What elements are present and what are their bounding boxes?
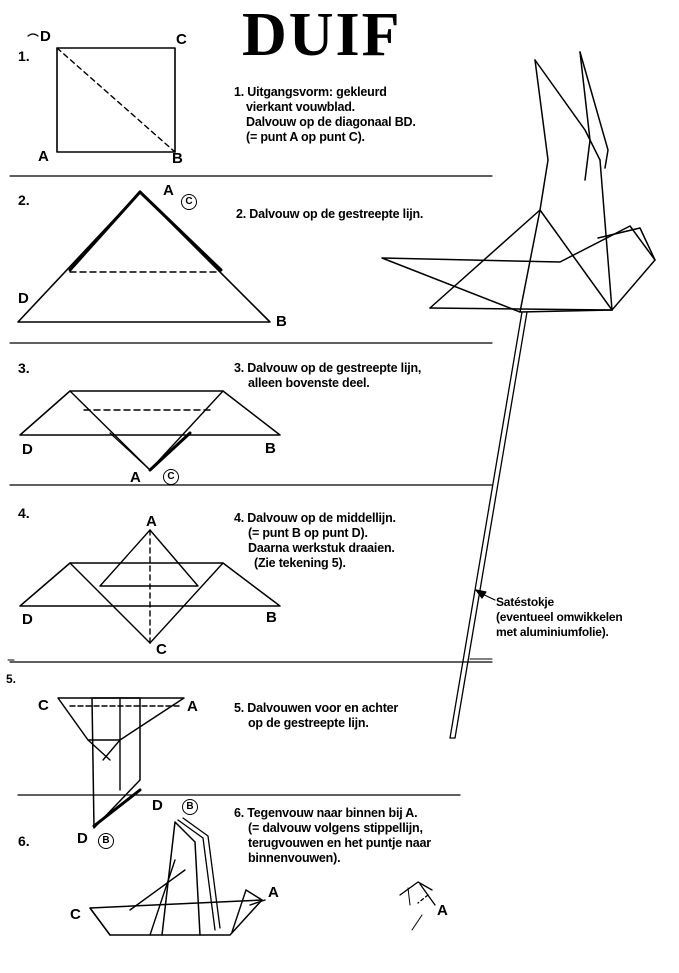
step-number: 6. [18,833,30,849]
point-label-b: B [98,833,114,849]
step6-instructions: 6. Tegenvouw naar binnen bij A. (= dalvo… [234,806,431,865]
step4-instructions: 4. Dalvouw op de middellijn. (= punt B o… [234,511,396,570]
point-label-a: A [268,884,279,901]
section-separators [9,175,493,796]
point-label-c: C [176,31,187,48]
step3-shape [19,390,281,472]
step-number: 1. [18,48,30,64]
step2-triangle [17,190,271,323]
step5-instructions: 5. Dalvouwen voor en achter op de gestre… [234,701,399,730]
step1-instructions: 1. Uitgangsvorm: gekleurd vierkant vouwb… [234,85,416,144]
stick-note: Satéstokje (eventueel omwikkelen met alu… [496,595,623,639]
point-label-d: D [22,611,33,628]
step5-shape [57,697,185,829]
stick-pointer [475,589,496,601]
point-label-c: C [181,194,197,210]
step-number: 5. [6,672,17,686]
skewer-stick [449,311,528,739]
point-label-b: B [182,799,198,815]
point-label-a: A [38,148,49,165]
point-label-a: A [437,902,448,919]
point-label-b: B [265,440,276,457]
step-number: 3. [18,360,30,376]
point-label-a: A [163,182,174,199]
point-label-a: A [187,698,198,715]
page-title: DUIF [242,1,402,69]
point-label-c: C [163,469,179,485]
step6-shape [89,817,266,936]
step2-instructions: 2. Dalvouw op de gestreepte lijn. [236,207,424,221]
finished-dove [381,51,656,313]
point-label-c: C [38,697,49,714]
step3-instructions: 3. Dalvouw op de gestreepte lijn, alleen… [234,361,422,390]
point-label-c: C [70,906,81,923]
point-label-a: A [130,469,141,486]
point-label-d: D [77,830,88,847]
step-number: 4. [18,505,30,521]
point-label-d: D [152,797,163,814]
step-number: 2. [18,192,30,208]
point-label-a: A [146,513,157,530]
point-label-c: C [156,641,167,658]
point-label-b: B [172,150,183,167]
point-label-b: B [276,313,287,330]
point-label-d: D [18,290,29,307]
point-label-d: D [40,28,51,45]
step4-shape [19,529,281,644]
step1-square [27,33,176,153]
point-label-b: B [266,609,277,626]
point-label-d: D [22,441,33,458]
beak-detail [399,881,436,931]
